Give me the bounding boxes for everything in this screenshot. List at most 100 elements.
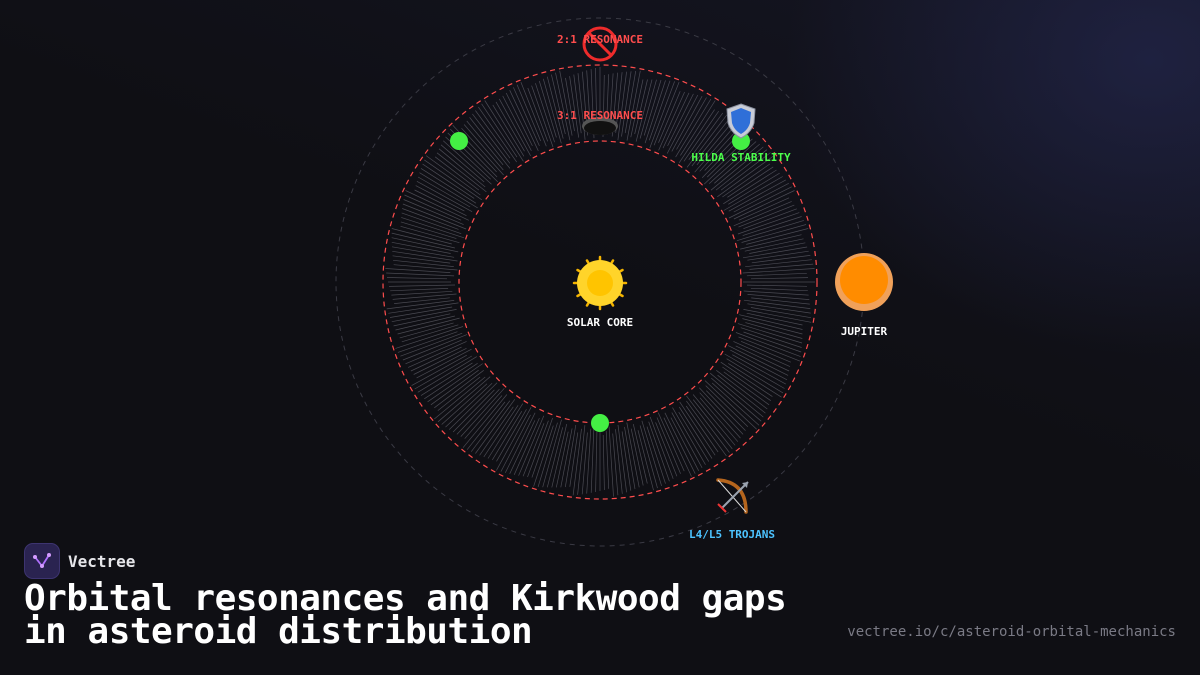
asteroid-streak [420, 168, 477, 204]
asteroid-streak [639, 425, 658, 489]
asteroid-streak [401, 212, 462, 235]
asteroid-streak [656, 417, 681, 474]
asteroid-streak [448, 382, 498, 430]
asteroid-streak [750, 307, 812, 319]
asteroid-streak [653, 81, 680, 146]
asteroid-streak [509, 420, 536, 474]
asteroid-streak [737, 212, 800, 235]
asteroid-streak [401, 217, 465, 239]
sun-icon [572, 255, 628, 311]
asteroid-streak [711, 377, 762, 422]
vectree-logo-icon [24, 543, 60, 579]
inner-resonance-ring [458, 140, 742, 424]
asteroid-streak [605, 430, 610, 489]
asteroid-streak [639, 79, 657, 139]
asteroid-streak [723, 176, 783, 211]
asteroid-streak [632, 424, 648, 484]
asteroid-streak [733, 190, 795, 220]
asteroid-streak [445, 383, 493, 428]
asteroid-streak [496, 407, 532, 471]
asteroid-streak [393, 264, 458, 271]
asteroid-streak [388, 302, 459, 314]
asteroid-streak [481, 103, 518, 158]
asteroid-streak [649, 81, 675, 149]
asteroid-streak [664, 412, 696, 474]
asteroid-streak [747, 250, 809, 261]
asteroid-streak [391, 228, 452, 245]
asteroid-streak [475, 110, 511, 159]
asteroid-streak [626, 70, 641, 141]
asteroid-streak [495, 101, 525, 152]
asteroid-streak [746, 272, 807, 277]
asteroid-streak [466, 401, 506, 450]
asteroid-streak [751, 297, 810, 305]
asteroid-streak [414, 189, 467, 217]
asteroid-streak [385, 268, 451, 273]
jupiter-label: JUPITER [841, 325, 888, 338]
asteroid-streak [533, 425, 554, 487]
asteroid-streak [551, 74, 566, 135]
asteroid-streak [513, 417, 540, 475]
asteroid-streak [728, 363, 782, 398]
asteroid-streak [415, 185, 465, 212]
asteroid-streak [657, 412, 685, 472]
page-title: Orbital resonances and Kirkwood gaps in … [24, 578, 787, 652]
asteroid-streak [452, 389, 495, 433]
asteroid-streak [716, 370, 768, 410]
asteroid-streak [671, 412, 703, 468]
asteroid-streak [745, 322, 803, 339]
asteroid-streak [462, 394, 508, 448]
asteroid-streak [722, 163, 771, 198]
asteroid-streak [658, 91, 685, 151]
asteroid-streak [709, 372, 764, 418]
asteroid-streak [621, 431, 632, 491]
source-url[interactable]: vectree.io/c/asteroid-orbital-mechanics [847, 624, 1176, 640]
asteroid-streak [745, 259, 812, 268]
asteroid-streak [551, 424, 568, 488]
asteroid-streak [667, 93, 694, 147]
asteroid-streak [413, 347, 467, 375]
asteroid-streak [738, 197, 790, 221]
asteroid-streak [402, 334, 468, 361]
asteroid-streak [699, 392, 741, 439]
asteroid-streak [644, 80, 666, 144]
asteroid-streak [749, 263, 814, 270]
asteroid-streak [441, 383, 488, 425]
asteroid-streak [400, 221, 457, 239]
asteroid-streak [569, 76, 580, 138]
asteroid-streak [569, 432, 579, 487]
asteroid-streak [456, 388, 500, 435]
asteroid-streak [658, 91, 681, 143]
asteroid-streak [624, 426, 636, 490]
asteroid-streak [463, 124, 504, 171]
asteroid-streak [750, 287, 808, 292]
asteroid-streak [393, 259, 454, 267]
asteroid-streak [724, 353, 785, 389]
trojans-label: L4/L5 TROJANS [689, 528, 775, 541]
asteroid-streak [388, 284, 456, 287]
asteroid-streak [405, 190, 469, 221]
asteroid-streak [504, 412, 536, 473]
asteroid-streak [739, 314, 803, 330]
asteroid-streak [420, 362, 473, 396]
asteroid-streak [723, 371, 770, 406]
asteroid-streak [749, 242, 806, 254]
asteroid-streak [612, 433, 619, 496]
asteroid-streak [744, 238, 804, 252]
asteroid-streak [715, 149, 768, 191]
asteroid-streak [733, 182, 789, 213]
asteroid-streak [630, 79, 644, 138]
asteroid-streak [393, 313, 451, 327]
asteroid-streak [742, 318, 803, 335]
asteroid-node-upper-right [732, 132, 750, 150]
asteroid-streak [626, 422, 640, 488]
asteroid-streak [743, 309, 812, 323]
asteroid-streak [531, 417, 553, 478]
asteroid-node-upper-left [450, 132, 468, 150]
asteroid-streak [434, 156, 480, 191]
asteroid-streak [670, 417, 700, 471]
asteroid-streak [643, 79, 662, 136]
asteroid-streak [615, 72, 623, 133]
asteroid-streak [720, 361, 773, 397]
asteroid-streak [581, 432, 588, 495]
